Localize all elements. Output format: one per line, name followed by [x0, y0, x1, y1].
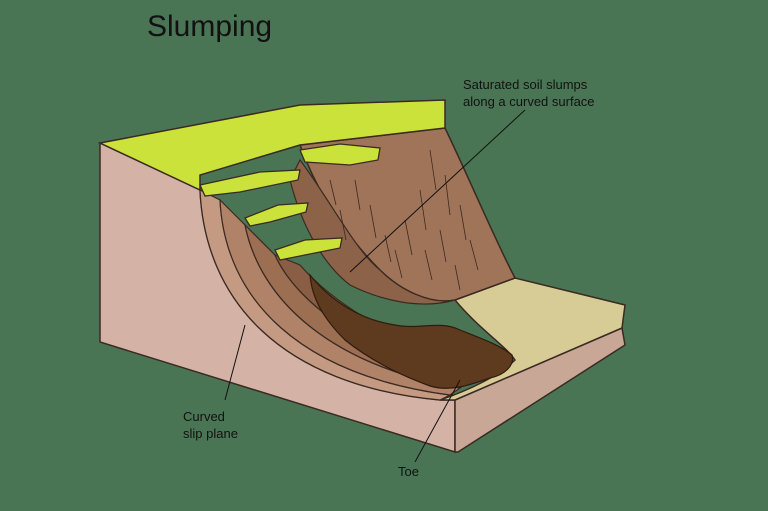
terrace-4	[299, 143, 381, 166]
label-saturated-line-1: Saturated soil slumps	[463, 77, 588, 92]
leader-toe	[414, 379, 461, 463]
terrace-1	[199, 169, 301, 197]
label-slip-line-2: slip plane	[183, 426, 238, 441]
label-slip-line-1: Curved	[183, 409, 225, 424]
diagram-title: Slumping	[147, 10, 273, 43]
label-toe: Toe	[398, 464, 419, 479]
scarp-hatching	[329, 149, 479, 291]
label-curved-slip-plane: Curved slip plane	[183, 408, 238, 442]
terrace-2	[244, 202, 309, 227]
grass-top	[97, 99, 446, 192]
leader-slip-plane	[224, 324, 246, 401]
leader-saturated	[349, 109, 526, 273]
debris-flow	[309, 273, 514, 389]
label-saturated-line-2: along a curved surface	[463, 94, 595, 109]
label-saturated-soil: Saturated soil slumps along a curved sur…	[463, 76, 595, 110]
terrace-3	[274, 237, 343, 261]
